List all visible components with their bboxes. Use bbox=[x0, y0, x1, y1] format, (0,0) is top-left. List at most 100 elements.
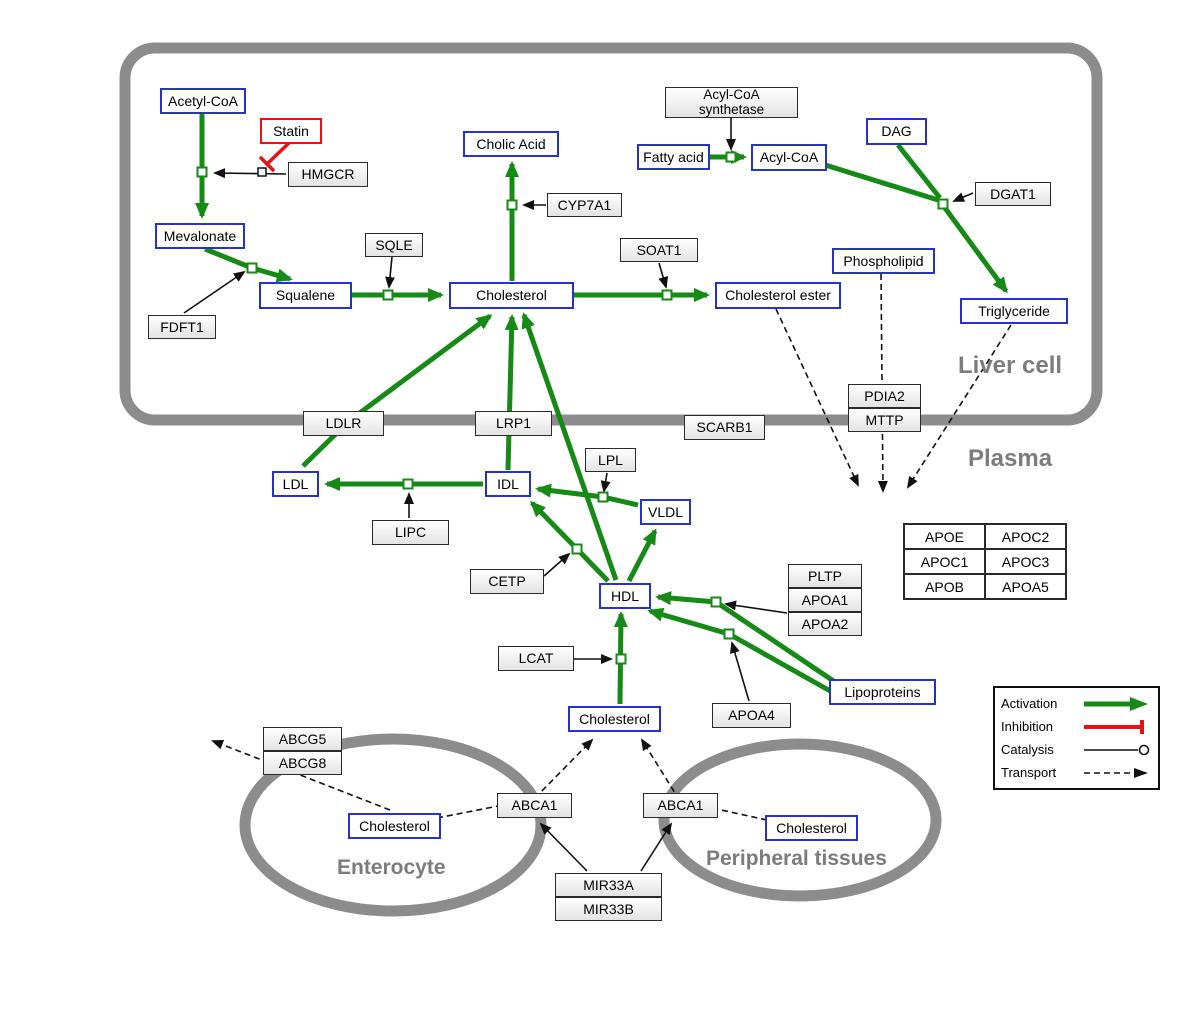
node-vldl[interactable]: VLDL bbox=[640, 499, 691, 525]
peripheral-tissues-label: Peripheral tissues bbox=[706, 847, 887, 870]
activation-arrow-icon bbox=[1084, 696, 1148, 711]
inhibition-tbar-icon bbox=[1084, 719, 1144, 734]
node-pdia2[interactable]: PDIA2 bbox=[848, 384, 921, 408]
edge-ldl-cholesterol-via-ldlr bbox=[301, 313, 493, 468]
edge-hdl-vldl bbox=[626, 528, 658, 583]
node-mir33a[interactable]: MIR33A bbox=[555, 873, 662, 897]
apo-cell-apoc3[interactable]: APOC3 bbox=[985, 549, 1066, 574]
node-hmgcr[interactable]: HMGCR bbox=[288, 162, 368, 187]
node-hdl[interactable]: HDL bbox=[599, 583, 651, 609]
tr-enterocyte-abcg58-out bbox=[211, 739, 391, 811]
transport-edges bbox=[211, 273, 1012, 821]
node-fdft1[interactable]: FDFT1 bbox=[148, 315, 216, 339]
edge-hdl-livercholesterol bbox=[521, 312, 619, 581]
node-ldlr[interactable]: LDLR bbox=[303, 411, 384, 436]
cat-mir33-right bbox=[640, 822, 673, 872]
apo-cell-apoa5[interactable]: APOA5 bbox=[985, 574, 1066, 599]
liver-cell-outline bbox=[119, 42, 1103, 426]
cat-fdft1 bbox=[183, 270, 246, 314]
node-soat1[interactable]: SOAT1 bbox=[620, 238, 698, 262]
cat-hmgcr bbox=[213, 168, 287, 179]
node-apoa4[interactable]: APOA4 bbox=[712, 703, 791, 728]
node-lcat[interactable]: LCAT bbox=[498, 646, 574, 671]
edge-dag-junction bbox=[896, 143, 942, 200]
apo-cell-apob[interactable]: APOB bbox=[904, 574, 985, 599]
hmgcr-port-square bbox=[257, 167, 267, 177]
apo-cell-apoc2[interactable]: APOC2 bbox=[985, 524, 1066, 549]
tr-enterocyte-abca1-cholesterol bbox=[436, 738, 594, 819]
cat-apoa4 bbox=[730, 641, 750, 702]
node-phospholipid[interactable]: Phospholipid bbox=[832, 248, 935, 274]
enterocyte-label: Enterocyte bbox=[337, 856, 446, 879]
catalysis-edges bbox=[183, 118, 974, 872]
node-lipc[interactable]: LIPC bbox=[372, 520, 449, 545]
legend-inhibition-label: Inhibition bbox=[1001, 719, 1054, 734]
node-abcg8[interactable]: ABCG8 bbox=[263, 751, 342, 775]
node-ldl[interactable]: LDL bbox=[272, 471, 319, 497]
node-cholesterol-ester[interactable]: Cholesterol ester bbox=[715, 282, 841, 309]
node-mir33b[interactable]: MIR33B bbox=[555, 897, 662, 921]
peripheral-tissues-outline bbox=[658, 738, 942, 902]
node-acetyl-coa[interactable]: Acetyl-CoA bbox=[160, 88, 246, 114]
node-statin[interactable]: Statin bbox=[260, 118, 322, 144]
edge-acylcoa-junction bbox=[821, 161, 939, 203]
node-triglyceride[interactable]: Triglyceride bbox=[960, 298, 1068, 324]
node-pltp[interactable]: PLTP bbox=[788, 564, 862, 588]
node-cholesterol-enterocyte[interactable]: Cholesterol bbox=[348, 813, 441, 839]
tr-triglyceride-plasma bbox=[906, 324, 1012, 489]
inhib-statin-hmgcr bbox=[265, 140, 292, 166]
transport-dashed-arrow-icon bbox=[1084, 767, 1148, 778]
cat-soat1 bbox=[658, 262, 668, 289]
cat-dgat1 bbox=[952, 192, 974, 202]
node-apoa1[interactable]: APOA1 bbox=[788, 588, 862, 612]
legend-transport-row: Transport bbox=[1001, 762, 1152, 784]
legend-catalysis-label: Catalysis bbox=[1001, 742, 1054, 757]
node-cholesterol-liver[interactable]: Cholesterol bbox=[449, 282, 574, 309]
node-fatty-acid[interactable]: Fatty acid bbox=[637, 144, 710, 170]
node-lpl[interactable]: LPL bbox=[585, 448, 636, 472]
apolipoprotein-table: APOE APOC2 APOC1 APOC3 APOB APOA5 bbox=[903, 523, 1067, 600]
edge-junction-triglyceride bbox=[942, 206, 1009, 294]
node-abca1-peripheral[interactable]: ABCA1 bbox=[643, 793, 718, 818]
node-acyl-coa-synthetase[interactable]: Acyl-CoA synthetase bbox=[665, 87, 798, 118]
node-idl[interactable]: IDL bbox=[485, 471, 531, 497]
inhib-statin-tbar bbox=[259, 156, 275, 172]
node-cetp[interactable]: CETP bbox=[470, 569, 544, 594]
edge-idl-cholesterol-via-lrp1 bbox=[504, 314, 519, 471]
liver-cell-label: Liver cell bbox=[958, 352, 1063, 379]
node-abcg5[interactable]: ABCG5 bbox=[263, 727, 342, 751]
legend-activation-row: Activation bbox=[1001, 693, 1152, 715]
node-cholesterol-plasma[interactable]: Cholesterol bbox=[568, 706, 661, 732]
apo-cell-apoc1[interactable]: APOC1 bbox=[904, 549, 985, 574]
node-lrp1[interactable]: LRP1 bbox=[475, 411, 552, 436]
legend-transport-label: Transport bbox=[1001, 765, 1057, 780]
legend: Activation Inhibition Catalysis Transpor… bbox=[993, 686, 1160, 790]
node-mevalonate[interactable]: Mevalonate bbox=[155, 223, 245, 249]
cat-apoa-group bbox=[724, 600, 788, 614]
node-mttp[interactable]: MTTP bbox=[848, 408, 921, 432]
legend-inhibition-row: Inhibition bbox=[1001, 716, 1152, 738]
catalysis-circle-icon bbox=[1084, 744, 1150, 755]
cat-lpl bbox=[600, 472, 611, 493]
node-cyp7a1[interactable]: CYP7A1 bbox=[547, 193, 622, 217]
cat-sqle bbox=[385, 256, 395, 289]
node-abca1-enterocyte[interactable]: ABCA1 bbox=[497, 793, 572, 818]
node-apoa2[interactable]: APOA2 bbox=[788, 612, 862, 636]
inhibition-edges bbox=[259, 140, 292, 172]
tr-cholesterolester-plasma bbox=[775, 308, 859, 487]
node-squalene[interactable]: Squalene bbox=[259, 282, 352, 309]
node-acyl-coa[interactable]: Acyl-CoA bbox=[751, 144, 827, 171]
cat-cetp bbox=[543, 552, 571, 577]
node-sqle[interactable]: SQLE bbox=[365, 233, 423, 257]
cat-mir33-left bbox=[539, 822, 588, 872]
reaction-squares bbox=[196, 151, 949, 665]
node-dag[interactable]: DAG bbox=[866, 118, 927, 145]
node-scarb1[interactable]: SCARB1 bbox=[684, 415, 765, 440]
apo-cell-apoe[interactable]: APOE bbox=[904, 524, 985, 549]
node-lipoproteins[interactable]: Lipoproteins bbox=[829, 679, 936, 705]
node-cholic-acid[interactable]: Cholic Acid bbox=[463, 131, 559, 157]
node-dgat1[interactable]: DGAT1 bbox=[975, 182, 1051, 206]
node-cholesterol-peripheral[interactable]: Cholesterol bbox=[765, 815, 858, 841]
